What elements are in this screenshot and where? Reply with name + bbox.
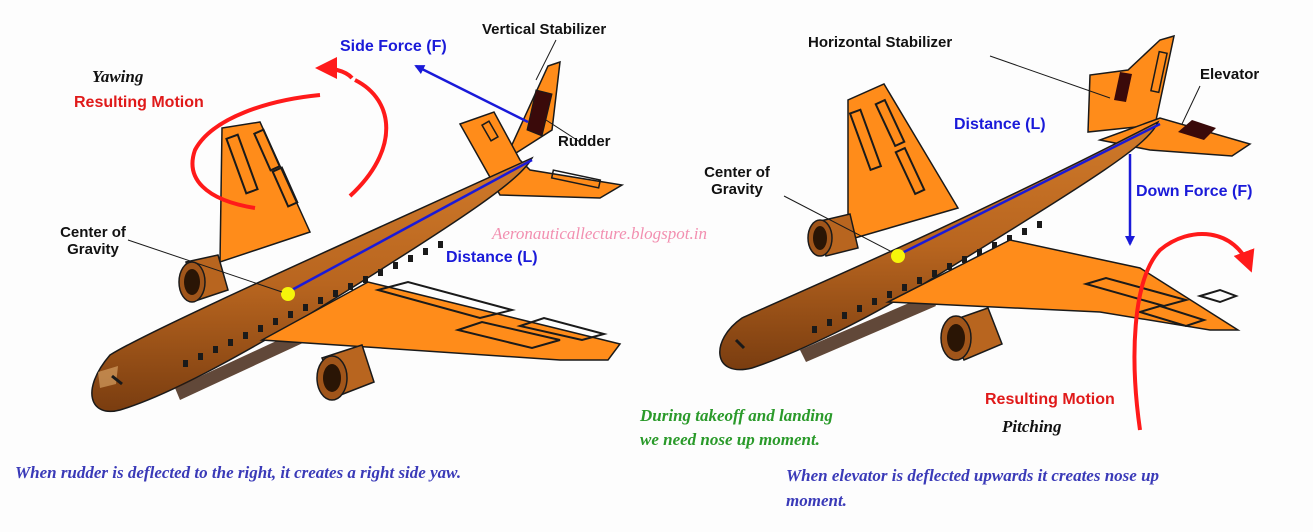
right-cg-leader — [783, 195, 893, 253]
right-distance-line — [899, 122, 1161, 256]
right-cg-line2: Gravity — [711, 180, 763, 198]
right-caption: When elevator is deflected upwards it cr… — [786, 464, 1306, 513]
left-airplane — [91, 39, 625, 413]
left-center-of-gravity-dot — [281, 287, 295, 301]
right-caption-line2: moment. — [786, 490, 847, 510]
left-side-force-label: Side Force (F) — [340, 38, 447, 55]
right-near-engine — [940, 307, 1003, 361]
right-near-wing — [885, 239, 1241, 331]
left-far-wing-flaps — [225, 128, 299, 208]
left-far-wing — [219, 121, 312, 264]
left-rudder — [526, 89, 553, 137]
right-far-engine — [807, 213, 859, 257]
right-windows — [812, 221, 1042, 333]
left-distance-label: Distance (L) — [446, 249, 538, 266]
right-center-of-gravity-label: Center of Gravity — [690, 164, 784, 198]
watermark: Aeronauticallecture.blogspot.in — [492, 224, 707, 243]
right-elevator — [1178, 120, 1216, 140]
right-elevator-label: Elevator — [1200, 66, 1260, 83]
right-down-force-label: Down Force (F) — [1136, 183, 1253, 200]
left-yawing-label: Yawing — [92, 67, 144, 86]
left-cg-line2: Gravity — [67, 240, 119, 258]
left-rudder-leader — [545, 119, 581, 143]
left-vertical-stabilizer-label: Vertical Stabilizer — [482, 21, 607, 38]
left-near-wing — [259, 281, 622, 361]
right-pitching-arrow — [1132, 231, 1255, 431]
right-pitching-label: Pitching — [1002, 417, 1062, 436]
left-far-engine — [178, 254, 229, 303]
left-cg-line1: Center of — [60, 224, 126, 241]
takeoff-landing-note: During takeoff and landing we need nose … — [640, 404, 833, 452]
right-far-wing — [847, 83, 960, 241]
right-airplane — [719, 34, 1255, 431]
left-windows — [183, 241, 443, 367]
right-elevator-leader — [1181, 85, 1201, 125]
left-distance-line — [287, 158, 533, 294]
left-center-of-gravity-label: Center of Gravity — [48, 224, 138, 258]
right-resulting-motion-label: Resulting Motion — [985, 391, 1115, 408]
right-distance-label: Distance (L) — [954, 116, 1046, 133]
left-vertical-stabilizer-leader — [535, 39, 557, 81]
left-caption: When rudder is deflected to the right, i… — [15, 463, 462, 482]
right-horizontal-stabilizer-leader — [989, 55, 1111, 99]
left-near-engine — [316, 344, 375, 401]
left-rudder-label: Rudder — [558, 133, 611, 150]
left-cg-leader — [127, 239, 283, 293]
right-center-of-gravity-dot — [891, 249, 905, 263]
right-horizontal-stabilizer-label: Horizontal Stabilizer — [808, 34, 953, 51]
right-cg-line1: Center of — [704, 164, 770, 181]
right-fuselage — [719, 120, 1160, 371]
note-line2: we need nose up moment. — [640, 429, 820, 449]
left-resulting-motion-label: Resulting Motion — [74, 94, 204, 111]
note-line1: During takeoff and landing — [640, 406, 833, 425]
left-side-force-arrow — [414, 64, 529, 124]
right-caption-line1: When elevator is deflected upwards it cr… — [786, 466, 1160, 485]
left-fuselage — [91, 156, 534, 413]
